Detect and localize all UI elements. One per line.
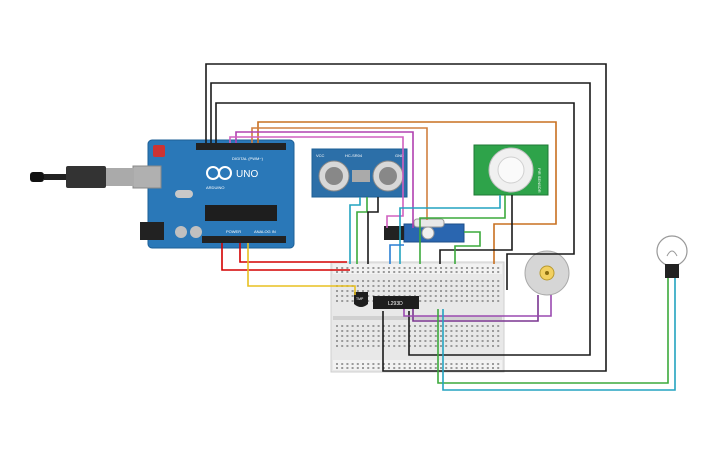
arduino-uno[interactable]: UNO ARDUINO DIGITAL (PWM~) POWER ANALOG … [132, 139, 295, 249]
wires [205, 63, 676, 391]
usb-port [132, 165, 162, 189]
wire-purple-motor-1 [412, 295, 539, 322]
wire-green-pir [419, 195, 506, 264]
atmega-chip [205, 205, 277, 221]
arduino-model: UNO [236, 169, 258, 180]
l293d-label: L293D [388, 301, 403, 307]
transistor[interactable]: TMP [354, 292, 368, 307]
wire-black-outer [205, 63, 607, 372]
power-label: POWER [226, 229, 241, 234]
power-jack [140, 222, 164, 240]
wire-cyan-us [349, 197, 361, 264]
arduino-logo-icon [206, 166, 232, 180]
wire-yellow [247, 243, 356, 295]
ultrasonic-model: HC-SR04 [345, 153, 363, 158]
dc-motor-icon[interactable] [524, 250, 570, 296]
ultrasonic-pin-gnd: GND [395, 153, 404, 158]
wire-pink [229, 136, 404, 228]
light-bulb-icon[interactable] [656, 235, 688, 278]
wire-orange [251, 127, 428, 220]
wire-green-us [356, 197, 368, 264]
wire-cyan-bulb [442, 278, 676, 391]
pir-label: PIR SENSOR [537, 168, 542, 193]
wire-red [221, 243, 350, 271]
wire-black-pir [439, 195, 513, 264]
reset-button[interactable] [153, 145, 165, 157]
wire-black-us [367, 197, 379, 264]
l293d-driver[interactable]: L293D [373, 296, 419, 309]
ultrasonic-pin-vcc: VCC [316, 153, 325, 158]
wire-green-bulb [437, 278, 669, 384]
wire-black-2 [210, 82, 591, 356]
usb-cable-icon [30, 166, 134, 188]
wire-red-2 [239, 243, 347, 263]
wire-brown [257, 121, 557, 264]
transistor-label: TMP [356, 297, 364, 301]
breadboard[interactable] [330, 261, 505, 373]
ultrasonic-sensor[interactable]: HC-SR04 VCC GND [311, 148, 408, 198]
pir-sensor[interactable]: PIR SENSOR [473, 144, 549, 196]
arduino-brand: ARDUINO [206, 185, 224, 190]
digital-label: DIGITAL (PWM~) [232, 156, 264, 161]
servo-icon[interactable] [384, 218, 465, 243]
wire-green-servo [454, 231, 481, 264]
wire-blue-servo [389, 244, 404, 264]
analog-label: ANALOG IN [254, 229, 276, 234]
wire-purple-motor-2 [403, 295, 552, 317]
wire-black-3 [215, 102, 575, 290]
wire-cyan-pir [399, 195, 501, 264]
